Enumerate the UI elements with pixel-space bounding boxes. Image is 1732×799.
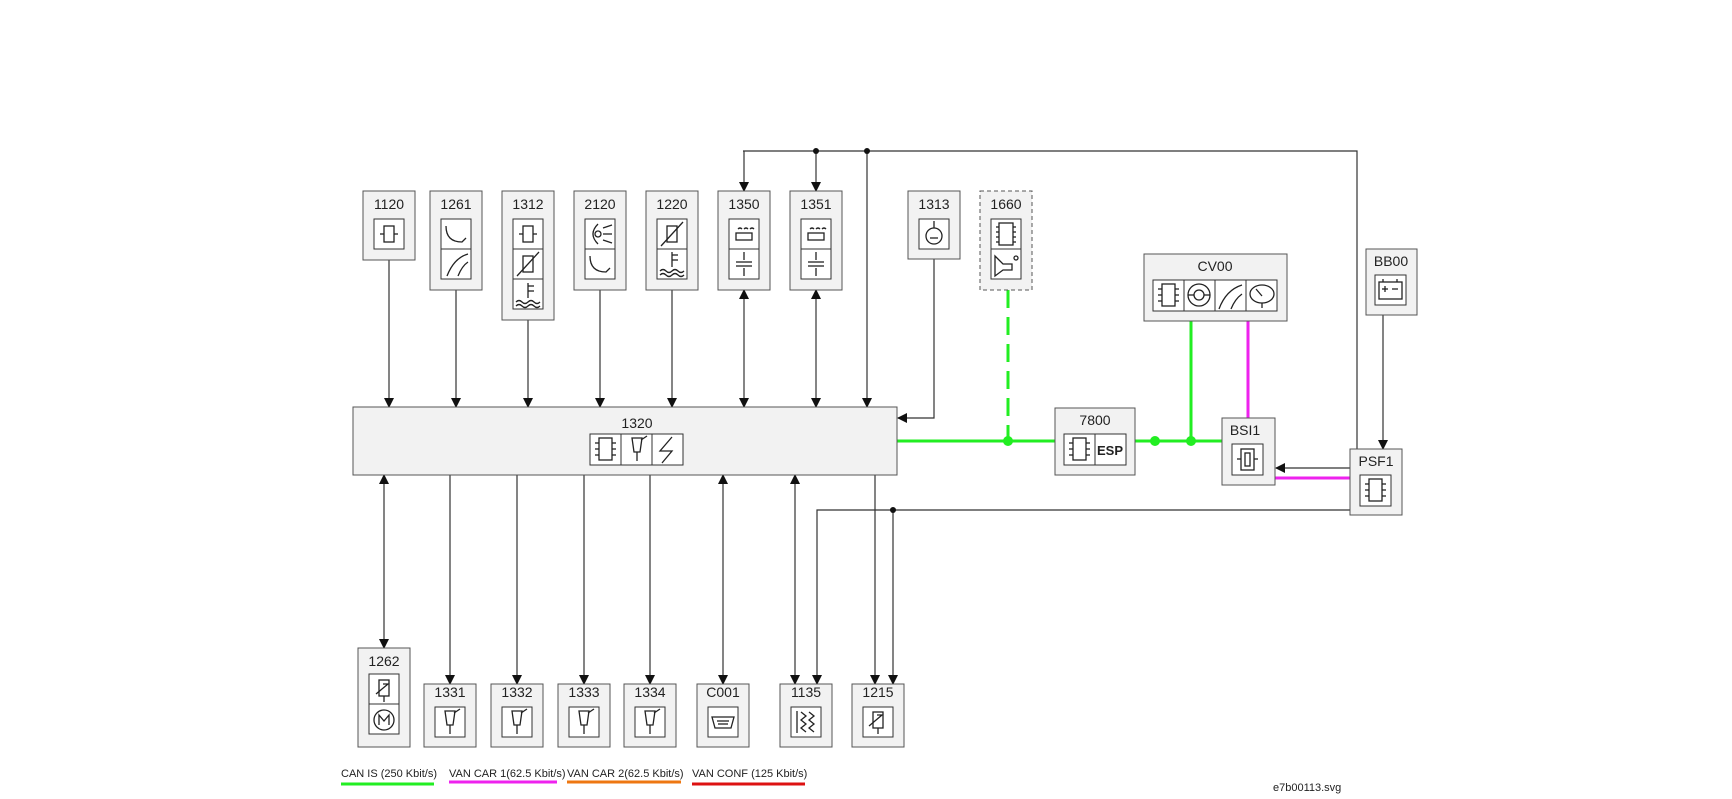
injector-icon xyxy=(644,708,661,734)
svg-text:C001: C001 xyxy=(706,684,740,700)
heater-icon xyxy=(807,227,827,241)
gauge-icon xyxy=(1249,284,1275,308)
ignition-icon xyxy=(658,436,674,464)
ecu-chip-icon xyxy=(996,222,1016,246)
coolant-temp-icon xyxy=(515,283,541,309)
module-1351: 1351 xyxy=(789,190,843,291)
svg-text:1334: 1334 xyxy=(634,684,665,700)
variable-resistor-icon xyxy=(660,221,684,247)
svg-text:CAN IS (250 Kbit/s): CAN IS (250 Kbit/s) xyxy=(341,768,437,780)
module-CV00: CV00 xyxy=(1143,253,1288,322)
module-PSF1: PSF1 xyxy=(1349,448,1403,516)
diagnostic-connector-icon xyxy=(711,716,735,729)
coolant-temp-icon xyxy=(659,252,685,278)
module-1333: 1333 xyxy=(557,683,611,748)
pedal-icon xyxy=(589,255,611,273)
module-BB00: BB00 xyxy=(1365,248,1418,316)
svg-text:PSF1: PSF1 xyxy=(1358,453,1393,469)
variable-resistor-icon xyxy=(516,251,540,277)
module-BSI1: BSI1 xyxy=(1221,417,1276,486)
ecu-chip-icon xyxy=(1158,283,1179,307)
capacitor-icon xyxy=(736,252,752,276)
steering-wheel-icon xyxy=(1187,283,1211,307)
svg-text:1320: 1320 xyxy=(621,415,652,431)
svg-text:1313: 1313 xyxy=(918,196,949,212)
rpm-sensor-icon xyxy=(925,221,943,245)
svg-text:1333: 1333 xyxy=(568,684,599,700)
svg-text:1135: 1135 xyxy=(791,684,821,700)
module-1262: 1262 xyxy=(357,647,411,748)
svg-text:1332: 1332 xyxy=(501,684,532,700)
injector-icon xyxy=(631,435,648,461)
valve-icon xyxy=(868,711,884,734)
svg-text:VAN CONF (125 Kbit/s): VAN CONF (125 Kbit/s) xyxy=(692,768,807,780)
ecu-chip-icon xyxy=(595,437,616,461)
svg-text:2120: 2120 xyxy=(584,196,615,212)
svg-text:1261: 1261 xyxy=(440,196,471,212)
module-1312: 1312 xyxy=(501,190,555,321)
wire-top-loop xyxy=(743,150,1358,450)
svg-text:VAN CAR 1(62.5 Kbit/s): VAN CAR 1(62.5 Kbit/s) xyxy=(449,768,566,780)
relay-icon xyxy=(1237,448,1258,471)
module-1313: 1313 xyxy=(907,190,961,260)
throttle-sensor-icon xyxy=(375,679,390,702)
module-1120: 1120 xyxy=(362,190,416,261)
module-1220: 1220 xyxy=(645,190,699,291)
road-icon xyxy=(446,253,469,277)
injector-icon xyxy=(511,708,528,734)
module-1350: 1350 xyxy=(717,190,771,291)
module-1135: 1135 xyxy=(779,683,833,748)
filename-label: e7b00113.svg xyxy=(1273,782,1341,794)
module-1331: 1331 xyxy=(423,683,477,748)
svg-text:1350: 1350 xyxy=(728,196,759,212)
legend-item-van-car-2: VAN CAR 2(62.5 Kbit/s) xyxy=(567,768,684,784)
wires xyxy=(379,148,1388,685)
module-1215: 1215 xyxy=(851,683,905,748)
heater-icon xyxy=(735,227,755,241)
module-1660: 1660 xyxy=(979,190,1033,291)
svg-text:1215: 1215 xyxy=(862,684,893,700)
svg-text:1660: 1660 xyxy=(990,196,1021,212)
svg-text:BB00: BB00 xyxy=(1374,253,1408,269)
motor-icon xyxy=(373,709,395,731)
sensor-icon xyxy=(519,225,537,243)
road-icon xyxy=(1218,284,1243,310)
headlight-icon xyxy=(592,223,613,245)
esp-label: ESP xyxy=(1097,443,1123,458)
sensor-icon xyxy=(380,225,398,243)
injector-icon xyxy=(444,708,461,734)
battery-icon xyxy=(1378,279,1403,300)
legend: CAN IS (250 Kbit/s) VAN CAR 1(62.5 Kbit/… xyxy=(341,768,807,786)
knock-sensor-icon xyxy=(796,711,816,733)
capacitor-icon xyxy=(808,252,824,276)
alarm-horn-icon xyxy=(994,254,1019,278)
svg-text:VAN CAR 2(62.5 Kbit/s): VAN CAR 2(62.5 Kbit/s) xyxy=(567,768,684,780)
ecu-chip-icon xyxy=(1365,478,1386,502)
legend-item-van-car-1: VAN CAR 1(62.5 Kbit/s) xyxy=(449,768,566,784)
svg-text:1120: 1120 xyxy=(374,196,404,212)
injector-icon xyxy=(578,708,595,734)
module-1261: 1261 xyxy=(429,190,483,291)
svg-text:1351: 1351 xyxy=(800,196,831,212)
svg-text:1220: 1220 xyxy=(656,196,687,212)
module-7800: 7800 ESP xyxy=(1054,407,1136,476)
module-2120: 2120 xyxy=(573,190,627,291)
module-1320: 1320 xyxy=(352,406,898,476)
svg-text:CV00: CV00 xyxy=(1197,258,1232,274)
svg-text:1312: 1312 xyxy=(512,196,543,212)
module-1332: 1332 xyxy=(490,683,544,748)
ecu-chip-icon xyxy=(1069,437,1090,461)
pedal-icon xyxy=(445,225,467,243)
svg-text:7800: 7800 xyxy=(1079,412,1110,428)
svg-text:1331: 1331 xyxy=(434,684,465,700)
svg-text:BSI1: BSI1 xyxy=(1230,422,1261,438)
legend-item-van-conf: VAN CONF (125 Kbit/s) xyxy=(692,768,807,786)
module-1334: 1334 xyxy=(623,683,677,748)
module-C001: C001 xyxy=(696,683,750,748)
legend-item-can-is: CAN IS (250 Kbit/s) xyxy=(341,768,437,786)
svg-text:1262: 1262 xyxy=(368,653,399,669)
